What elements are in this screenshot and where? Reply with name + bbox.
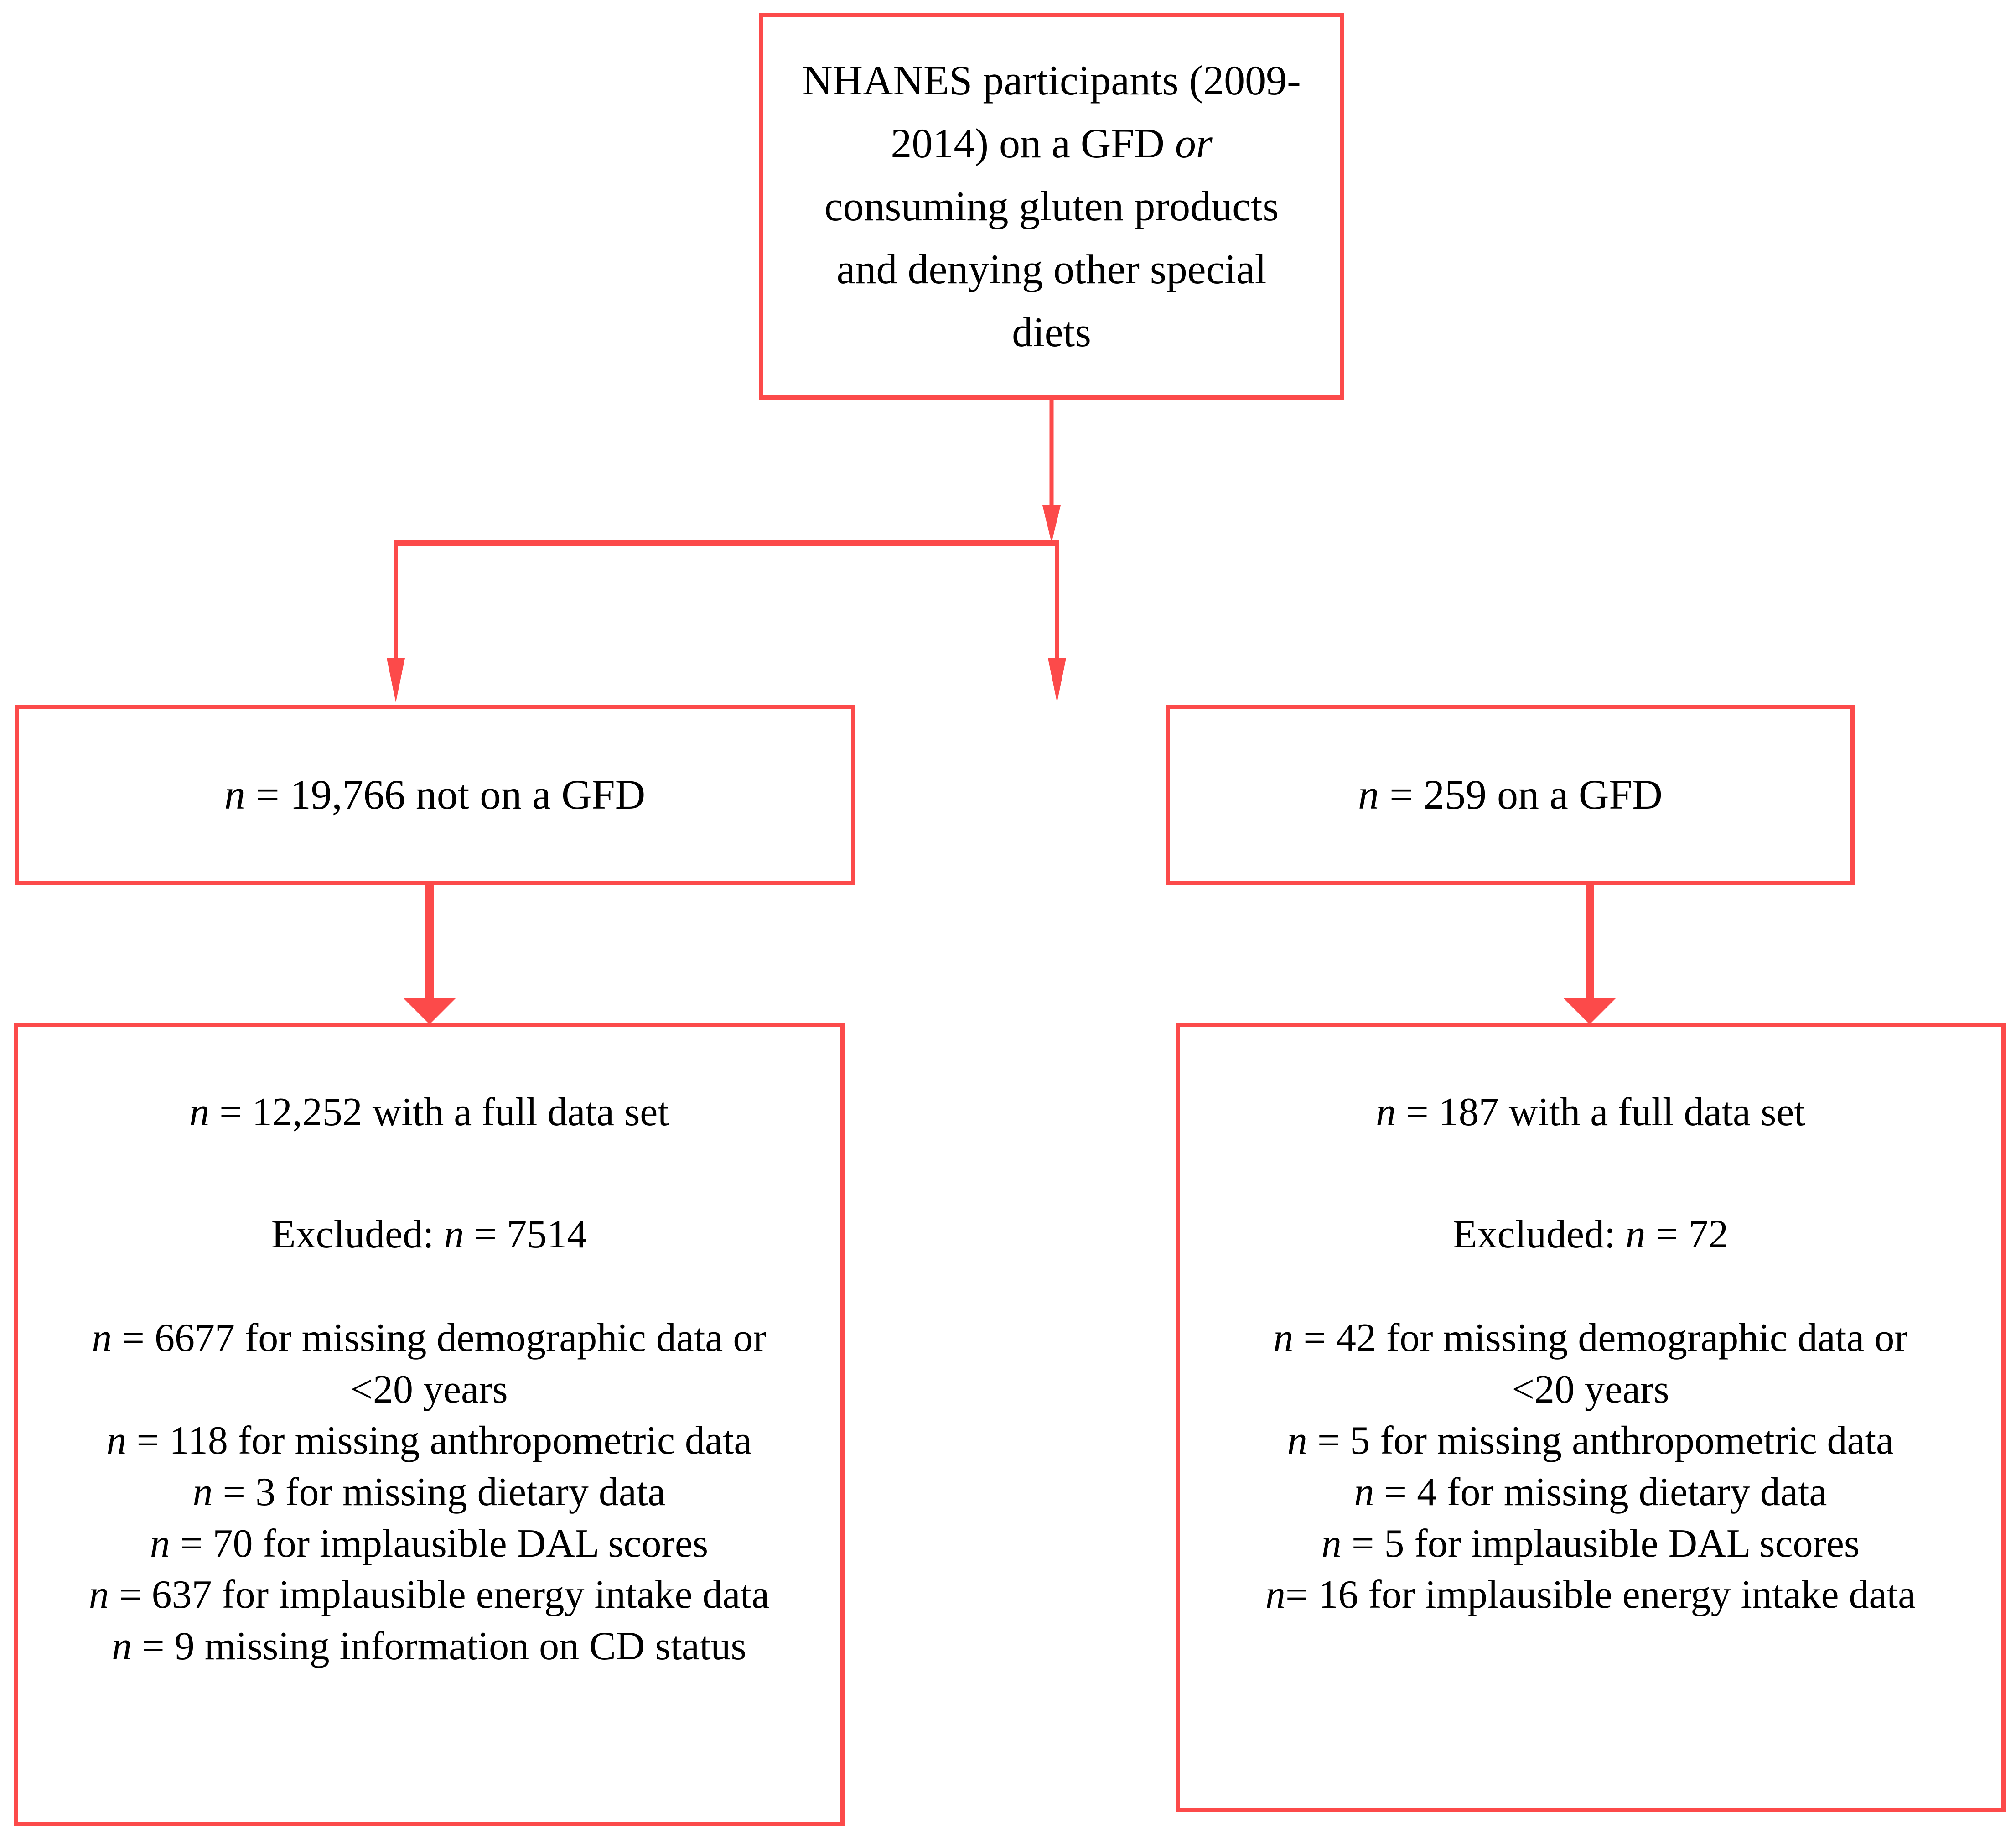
node-source-population: NHANES participants (2009- 2014) on a GF… xyxy=(759,13,1344,400)
right-excluded-n-symbol: n xyxy=(1625,1212,1646,1257)
right-reason-4-text: = 5 for implausible DAL scores xyxy=(1341,1521,1860,1566)
left-excluded-value: = 7514 xyxy=(464,1212,587,1257)
connector-midleft-to-bottomleft xyxy=(403,885,456,1024)
left-reason-0: n = 6677 for missing demographic data or xyxy=(92,1313,766,1364)
source-line-4: and denying other special xyxy=(836,246,1267,292)
left-excluded-n-symbol: n xyxy=(444,1212,464,1257)
left-reason-5-n-symbol: n xyxy=(88,1573,109,1617)
left-reason-1: <20 years xyxy=(350,1364,508,1416)
not-on-gfd-text: n = 19,766 not on a GFD xyxy=(224,764,645,825)
right-reason-1-text: <20 years xyxy=(1512,1367,1669,1412)
right-excluded-total: Excluded: n = 72 xyxy=(1453,1205,1728,1264)
source-line-5: diets xyxy=(1012,309,1091,355)
node-not-on-gfd-analysis: n = 12,252 with a full data set Excluded… xyxy=(14,1023,845,1826)
left-reason-1-text: <20 years xyxy=(350,1367,508,1412)
on-gfd-value: = 259 on a GFD xyxy=(1379,771,1663,818)
node-not-on-gfd: n = 19,766 not on a GFD xyxy=(15,705,855,885)
left-excluded-total: Excluded: n = 7514 xyxy=(271,1205,587,1264)
right-reason-4: n = 5 for implausible DAL scores xyxy=(1322,1518,1860,1570)
connector-top-to-split xyxy=(1042,400,1061,543)
left-reason-4-n-symbol: n xyxy=(150,1521,170,1566)
right-reason-2-text: = 5 for missing anthropometric data xyxy=(1307,1418,1894,1463)
left-full-value: = 12,252 with a full data set xyxy=(209,1090,669,1134)
source-population-text: NHANES participants (2009- 2014) on a GF… xyxy=(802,49,1301,364)
right-reason-1: <20 years xyxy=(1512,1364,1669,1416)
left-reason-3-n-symbol: n xyxy=(192,1470,213,1515)
on-gfd-text: n = 259 on a GFD xyxy=(1358,764,1663,825)
source-line-3: consuming gluten products xyxy=(824,183,1279,229)
right-reason-5-n-symbol: n xyxy=(1265,1573,1285,1617)
left-reason-4: n = 70 for implausible DAL scores xyxy=(150,1518,708,1570)
left-reason-5-text: = 637 for implausible energy intake data xyxy=(109,1573,770,1617)
source-line-2-pre: 2014) on a GFD xyxy=(891,120,1175,166)
right-reason-5-text: = 16 for implausible energy intake data xyxy=(1285,1573,1916,1617)
right-reason-3-text: = 4 for missing dietary data xyxy=(1374,1470,1827,1515)
left-reason-3-text: = 3 for missing dietary data xyxy=(212,1470,666,1515)
right-reason-0-n-symbol: n xyxy=(1273,1316,1294,1361)
left-reason-4-text: = 70 for implausible DAL scores xyxy=(170,1521,709,1566)
right-excluded-value: = 72 xyxy=(1645,1212,1729,1257)
left-excluded-prefix: Excluded: xyxy=(271,1212,444,1257)
left-reason-6-n-symbol: n xyxy=(112,1624,132,1668)
right-reason-2-n-symbol: n xyxy=(1287,1418,1307,1463)
node-on-gfd-analysis: n = 187 with a full data set Excluded: n… xyxy=(1176,1023,2006,1812)
right-full-data-set: n = 187 with a full data set xyxy=(1376,1083,1805,1142)
right-reason-5: n= 16 for implausible energy intake data xyxy=(1265,1569,1916,1621)
right-reason-4-n-symbol: n xyxy=(1321,1521,1342,1566)
right-full-value: = 187 with a full data set xyxy=(1396,1090,1805,1134)
not-on-gfd-value: = 19,766 not on a GFD xyxy=(245,771,646,818)
right-reason-3: n = 4 for missing dietary data xyxy=(1354,1467,1827,1518)
connector-split-right xyxy=(1048,543,1066,702)
left-reason-2-n-symbol: n xyxy=(106,1418,127,1463)
left-reason-2: n = 118 for missing anthropometric data xyxy=(107,1415,752,1467)
left-reason-0-text: = 6677 for missing demographic data or xyxy=(112,1316,767,1361)
left-reason-6: n = 9 missing information on CD status xyxy=(112,1621,746,1673)
left-full-data-set: n = 12,252 with a full data set xyxy=(189,1083,669,1142)
right-reason-3-n-symbol: n xyxy=(1354,1470,1374,1515)
left-reason-3: n = 3 for missing dietary data xyxy=(193,1467,666,1518)
left-reason-2-text: = 118 for missing anthropometric data xyxy=(126,1418,752,1463)
left-reason-0-n-symbol: n xyxy=(92,1316,112,1361)
left-reason-5: n = 637 for implausible energy intake da… xyxy=(89,1569,769,1621)
right-excluded-prefix: Excluded: xyxy=(1452,1212,1626,1257)
node-on-gfd: n = 259 on a GFD xyxy=(1166,705,1855,885)
not-on-gfd-n-symbol: n xyxy=(224,771,245,818)
right-reason-0-text: = 42 for missing demographic data or xyxy=(1293,1316,1908,1361)
connector-midright-to-bottomright xyxy=(1563,885,1616,1024)
right-reason-0: n = 42 for missing demographic data or xyxy=(1273,1313,1907,1364)
connector-split-left xyxy=(387,543,405,702)
source-line-1: NHANES participants (2009- xyxy=(802,57,1301,104)
left-reason-6-text: = 9 missing information on CD status xyxy=(132,1624,746,1668)
on-gfd-n-symbol: n xyxy=(1358,771,1379,818)
source-line-2-italic: or xyxy=(1175,120,1213,166)
right-full-n-symbol: n xyxy=(1376,1090,1396,1134)
left-full-n-symbol: n xyxy=(189,1090,210,1134)
right-reason-2: n = 5 for missing anthropometric data xyxy=(1287,1415,1894,1467)
